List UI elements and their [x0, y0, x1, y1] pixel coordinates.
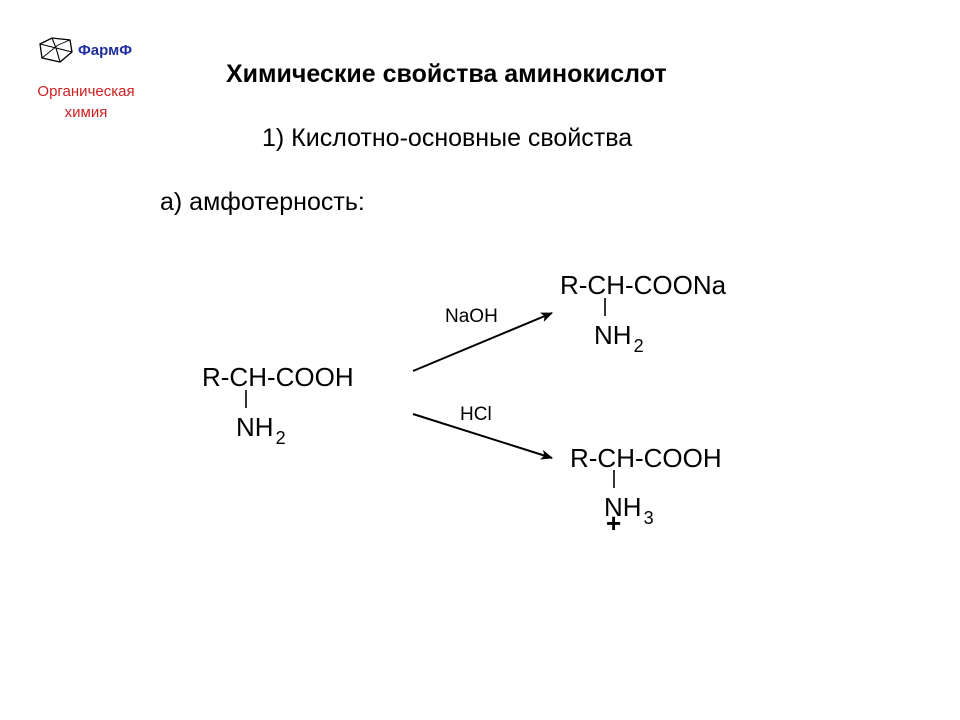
brand-name: ФармФ	[78, 42, 133, 59]
product-base-group-text: NH	[594, 320, 632, 350]
product-base-formula: R-CH-COONa	[560, 270, 727, 300]
arrow-naoh	[412, 312, 553, 372]
subject-label: Органическая химия	[22, 81, 150, 123]
reactant-formula: R-CH-COOH	[202, 362, 354, 392]
reactant-subscript: 2	[275, 428, 286, 448]
product-acid-formula: R-CH-COOH	[570, 443, 722, 473]
subject-line-2: химия	[64, 104, 108, 121]
arrow-hcl	[412, 413, 553, 460]
product-acid-group-text: NH	[604, 492, 642, 522]
reagent-naoh: NaOH	[445, 306, 498, 327]
subject-line-1: Органическая	[37, 83, 135, 100]
reactant-group-text: NH	[236, 412, 274, 442]
point-label: а) амфотерность:	[160, 188, 365, 216]
section-subtitle: 1) Кислотно-основные свойства	[262, 124, 633, 152]
product-base-subscript: 2	[633, 336, 644, 356]
page-title: Химические свойства аминокислот	[226, 60, 667, 88]
positive-charge: +	[606, 508, 622, 538]
reagent-hcl: HCl	[460, 404, 492, 425]
product-acid-subscript: 3	[643, 508, 654, 528]
adamantane-cage-icon	[39, 37, 73, 63]
